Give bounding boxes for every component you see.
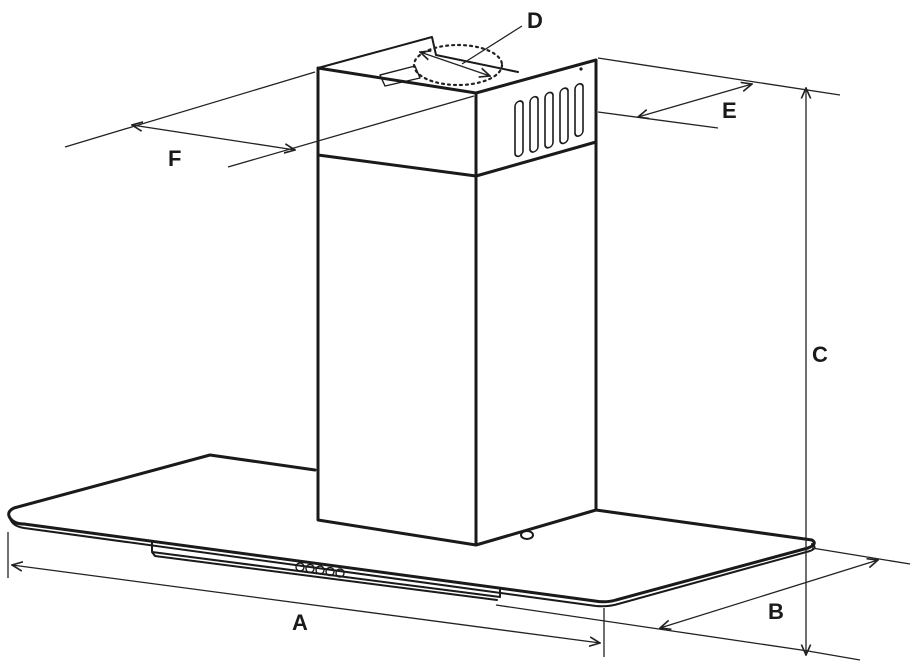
dimension-c	[597, 57, 861, 661]
glass-canopy	[7, 453, 816, 608]
mounting-bracket	[379, 65, 421, 87]
chimney-top-plate	[317, 36, 519, 73]
canopy-outline	[7, 453, 816, 604]
upper-chimney	[316, 58, 598, 178]
label-a: A	[292, 610, 308, 635]
dimension-a	[7, 532, 605, 657]
dimension-d	[412, 25, 523, 87]
label-f: F	[168, 146, 181, 171]
dimension-f	[64, 71, 475, 168]
lower-chimney	[316, 140, 598, 547]
dimension-e	[597, 84, 752, 129]
chimney-vents	[514, 82, 584, 158]
label-e: E	[722, 98, 737, 123]
screw-dot	[579, 67, 583, 71]
drain-knob	[520, 530, 534, 540]
label-c: C	[812, 342, 828, 367]
canopy-lower-edge	[9, 517, 816, 608]
dimension-b	[495, 547, 911, 652]
chimney	[316, 36, 598, 547]
label-b: B	[768, 599, 784, 624]
label-d: D	[527, 8, 543, 33]
